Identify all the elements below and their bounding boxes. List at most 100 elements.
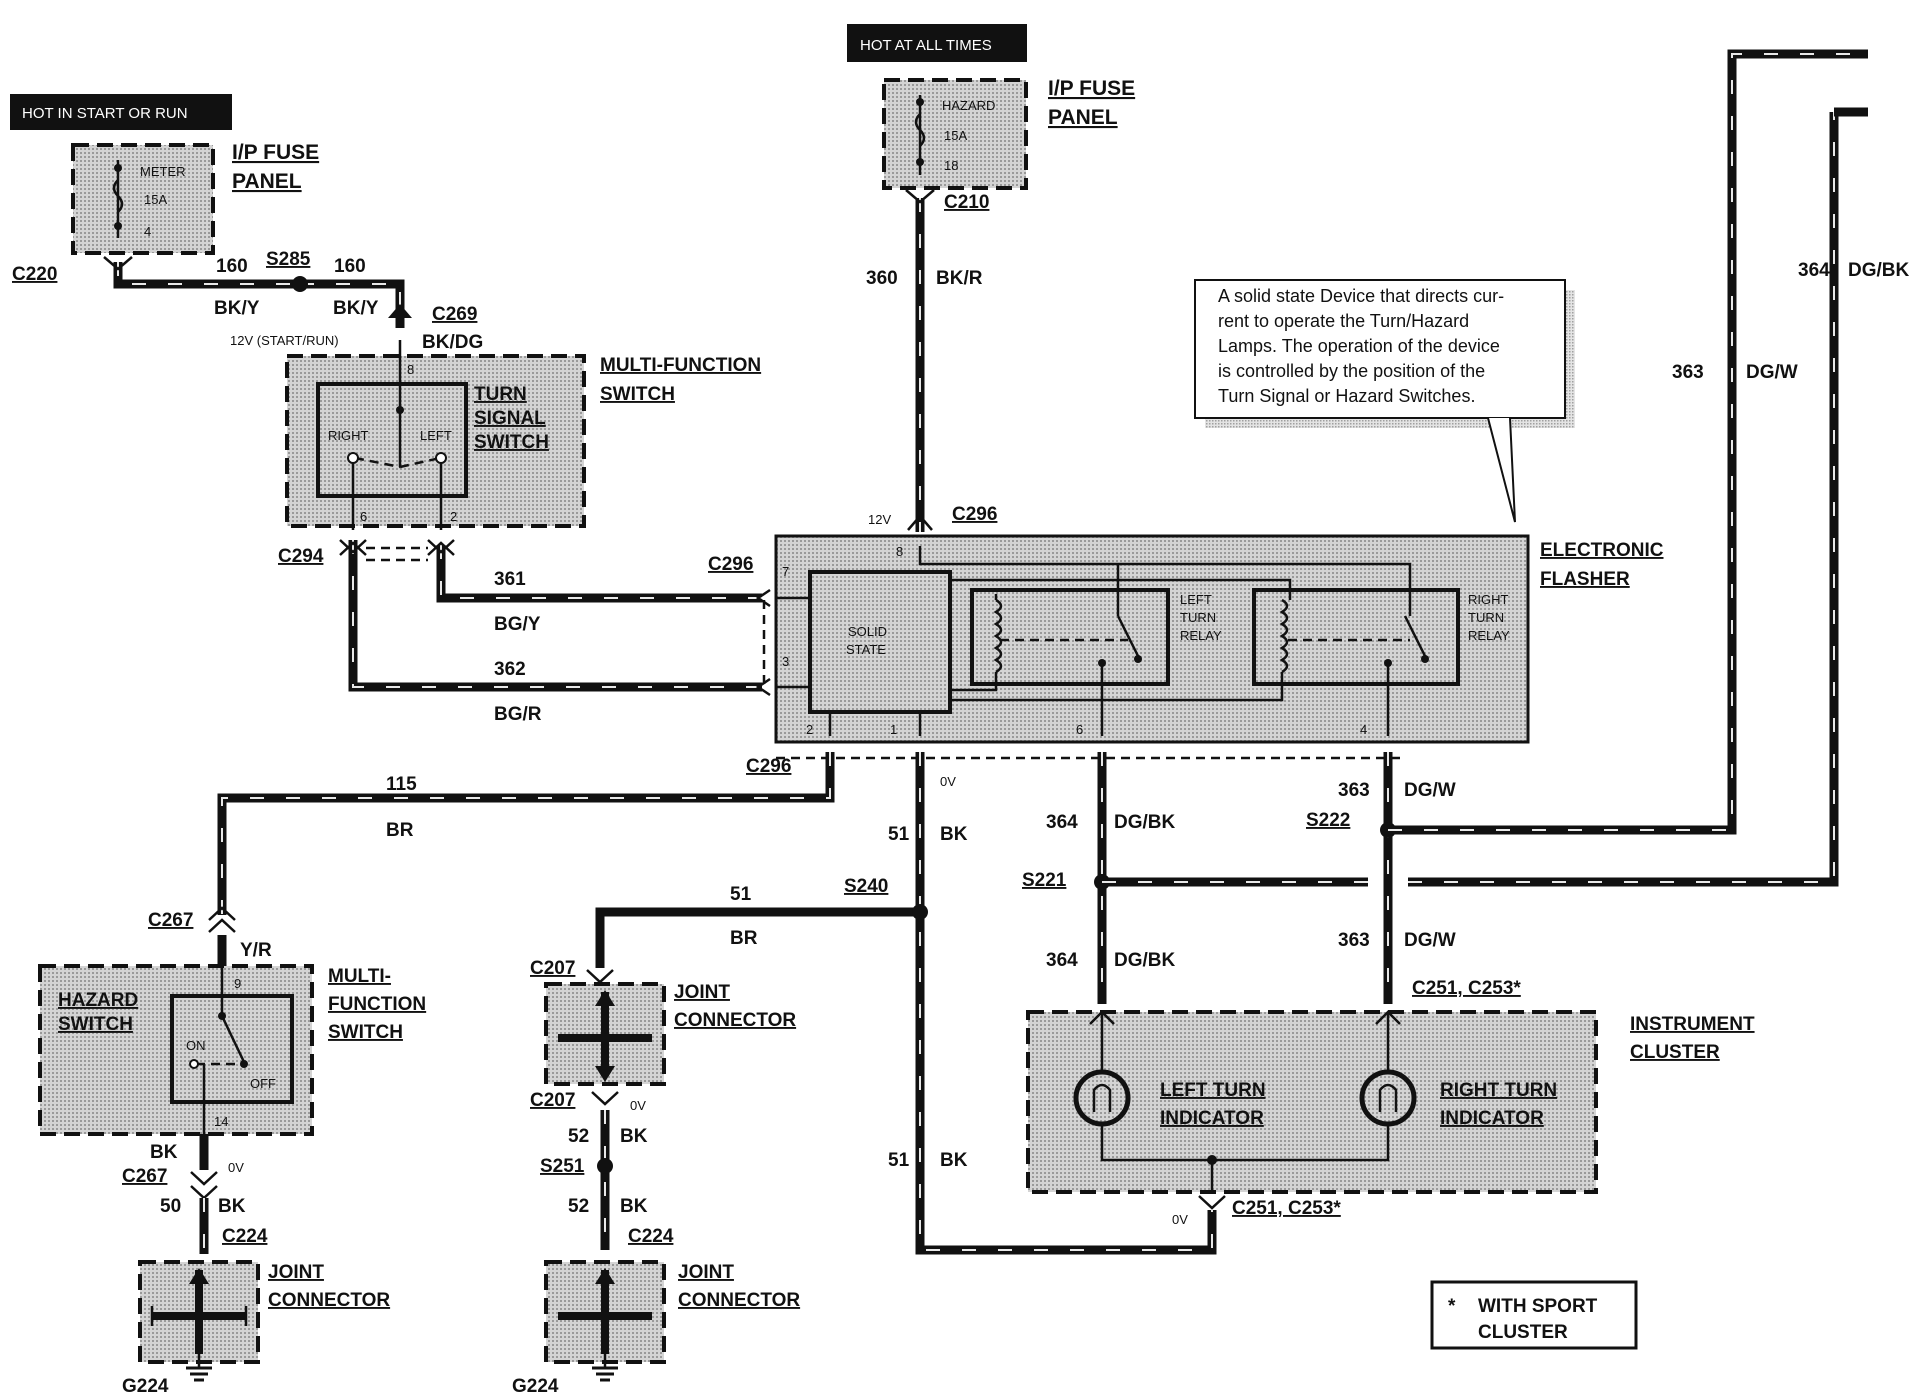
- wire-label-364-top: 364: [1046, 812, 1078, 833]
- flasher-description-callout: A solid state Device that directs cur- r…: [1194, 279, 1575, 523]
- mfs-bottom-title-3: SWITCH: [328, 1022, 403, 1043]
- flasher-pin-7: 7: [782, 564, 789, 579]
- flasher-title-1: ELECTRONIC: [1540, 540, 1664, 561]
- flasher-pin-4: 4: [1360, 722, 1367, 737]
- wire-50-ground: [190, 1134, 218, 1254]
- right-turn-indicator-label-2: INDICATOR: [1440, 1108, 1544, 1129]
- splice-s222-label: S222: [1306, 810, 1350, 831]
- callout-line-2: rent to operate the Turn/Hazard: [1218, 311, 1469, 331]
- wire-color-yr: Y/R: [240, 940, 272, 961]
- wire-color-bk-51-top: BK: [940, 824, 968, 845]
- fuse-rating-meter: 15A: [144, 192, 167, 207]
- left-turn-indicator-label-2: INDICATOR: [1160, 1108, 1264, 1129]
- instrument-cluster: LEFT TURN INDICATOR RIGHT TURN INDICATOR: [1026, 1010, 1598, 1194]
- wire-color-dgw-bottom: DG/W: [1404, 930, 1456, 951]
- wire-label-51-bottom: 51: [888, 1150, 910, 1171]
- wire-label-362: 362: [494, 659, 526, 680]
- joint-connector-left-label-2: CONNECTOR: [268, 1290, 390, 1311]
- mfs-top-title-1: MULTI-FUNCTION: [600, 355, 761, 376]
- fuse-panel-hazard: HAZARD 15A 18: [882, 78, 1028, 190]
- wire-label-51-mid: 51: [730, 884, 752, 905]
- svg-text:HOT IN START OR RUN: HOT IN START OR RUN: [22, 105, 188, 122]
- switch-left-label: LEFT: [420, 428, 452, 443]
- wire-label-160-right: 160: [334, 256, 366, 277]
- wire-label-363-right: 363: [1672, 362, 1704, 383]
- wire-label-50: 50: [160, 1196, 181, 1217]
- wire-52: [591, 1091, 619, 1250]
- fuse-panel-2-label-1: I/P FUSE: [1048, 77, 1135, 100]
- joint-connector-left-label-1: JOINT: [268, 1262, 324, 1283]
- left-relay-label-3: RELAY: [1180, 628, 1222, 643]
- connector-c251-bottom-symbol: [1198, 1195, 1226, 1210]
- wire-color-dgbk-right: DG/BK: [1848, 260, 1910, 281]
- connector-c251-bottom: C251, C253*: [1232, 1198, 1341, 1219]
- note-asterisk: *: [1448, 1296, 1456, 1317]
- joint-connector-center-label-1: JOINT: [674, 982, 730, 1003]
- wire-color-bkr: BK/R: [936, 268, 983, 289]
- turn-signal-switch-label-3: SWITCH: [474, 432, 549, 453]
- joint-connector-center-top: [544, 982, 666, 1086]
- flasher-pin-3: 3: [782, 654, 789, 669]
- joint-connector-center-bottom: [544, 1260, 666, 1382]
- mfs-top-title-2: SWITCH: [600, 384, 675, 405]
- note-line-2: CLUSTER: [1478, 1322, 1568, 1343]
- mfs-bottom-title-1: MULTI-: [328, 966, 391, 987]
- callout-line-3: Lamps. The operation of the device: [1218, 336, 1500, 356]
- wire-color-bkdg: BK/DG: [422, 332, 483, 353]
- joint-connector-bottom-label-2: CONNECTOR: [678, 1290, 800, 1311]
- wire-color-bk-52-top: BK: [620, 1126, 648, 1147]
- splice-s221-label: S221: [1022, 870, 1067, 891]
- wire-color-bgr: BG/R: [494, 704, 542, 725]
- multi-function-switch-top: RIGHT LEFT 8 6 2 TURN SIGNAL SWITCH: [285, 340, 586, 530]
- wire-color-dgbk-top: DG/BK: [1114, 812, 1176, 833]
- turn-signal-switch-label-1: TURN: [474, 384, 527, 405]
- fuse-panel-meter: METER 15A 4: [71, 143, 215, 255]
- connector-c267-bottom: C267: [122, 1166, 167, 1187]
- instrument-cluster-title-2: CLUSTER: [1630, 1042, 1720, 1063]
- svg-text:HOT AT ALL TIMES: HOT AT ALL TIMES: [860, 37, 992, 54]
- wire-color-bk-50: BK: [218, 1196, 246, 1217]
- splice-s251: [597, 1158, 613, 1174]
- wire-label-360: 360: [866, 268, 898, 289]
- instrument-cluster-title-1: INSTRUMENT: [1630, 1014, 1755, 1035]
- solid-state-label-1: SOLID: [848, 624, 887, 639]
- voltage-0v-joint: 0V: [630, 1098, 646, 1113]
- fuse-panel-2-label-2: PANEL: [1048, 106, 1118, 129]
- connector-c224-left: C224: [222, 1226, 268, 1247]
- wire-label-51-top: 51: [888, 824, 910, 845]
- connector-c296-top: C296: [952, 504, 997, 525]
- flasher-pin-8: 8: [896, 544, 903, 559]
- hot-in-start-run-label: HOT IN START OR RUN: [10, 94, 232, 130]
- mfs-top-pin-6: 6: [360, 509, 367, 524]
- voltage-0v-flasher: 0V: [940, 774, 956, 789]
- joint-connector-center-label-2: CONNECTOR: [674, 1010, 796, 1031]
- wire-363: [1380, 49, 1868, 1004]
- connector-c294: C294: [278, 546, 324, 567]
- fuse-name-meter: METER: [140, 164, 186, 179]
- wire-color-bk-52-bottom: BK: [620, 1196, 648, 1217]
- splice-s285: [292, 276, 308, 292]
- wire-label-115: 115: [386, 774, 417, 795]
- voltage-12v: 12V: [868, 512, 891, 527]
- connector-c224-mid: C224: [628, 1226, 674, 1247]
- wire-label-363-top: 363: [1338, 780, 1370, 801]
- connector-c296-mid: C296: [708, 554, 753, 575]
- wire-color-bk-51-bottom: BK: [940, 1150, 968, 1171]
- wire-label-364-right: 364: [1798, 260, 1830, 281]
- callout-line-1: A solid state Device that directs cur-: [1218, 286, 1504, 306]
- wire-color-dgw-right: DG/W: [1746, 362, 1798, 383]
- fuse-pin-hazard: 18: [944, 158, 958, 173]
- mfs-bottom-pin-9: 9: [234, 976, 241, 991]
- wire-color-br-51: BR: [730, 928, 758, 949]
- wire-364: [1094, 107, 1868, 1004]
- wire-label-361: 361: [494, 569, 526, 590]
- fuse-panel-1-label-1: I/P FUSE: [232, 141, 319, 164]
- fuse-rating-hazard: 15A: [944, 128, 967, 143]
- note-line-1: WITH SPORT: [1478, 1296, 1598, 1317]
- mfs-bottom-pin-14: 14: [214, 1114, 228, 1129]
- fuse-panel-1-label-2: PANEL: [232, 170, 302, 193]
- wire-label-160-left: 160: [216, 256, 248, 277]
- connector-c210: C210: [944, 192, 989, 213]
- splice-s240-label: S240: [844, 876, 888, 897]
